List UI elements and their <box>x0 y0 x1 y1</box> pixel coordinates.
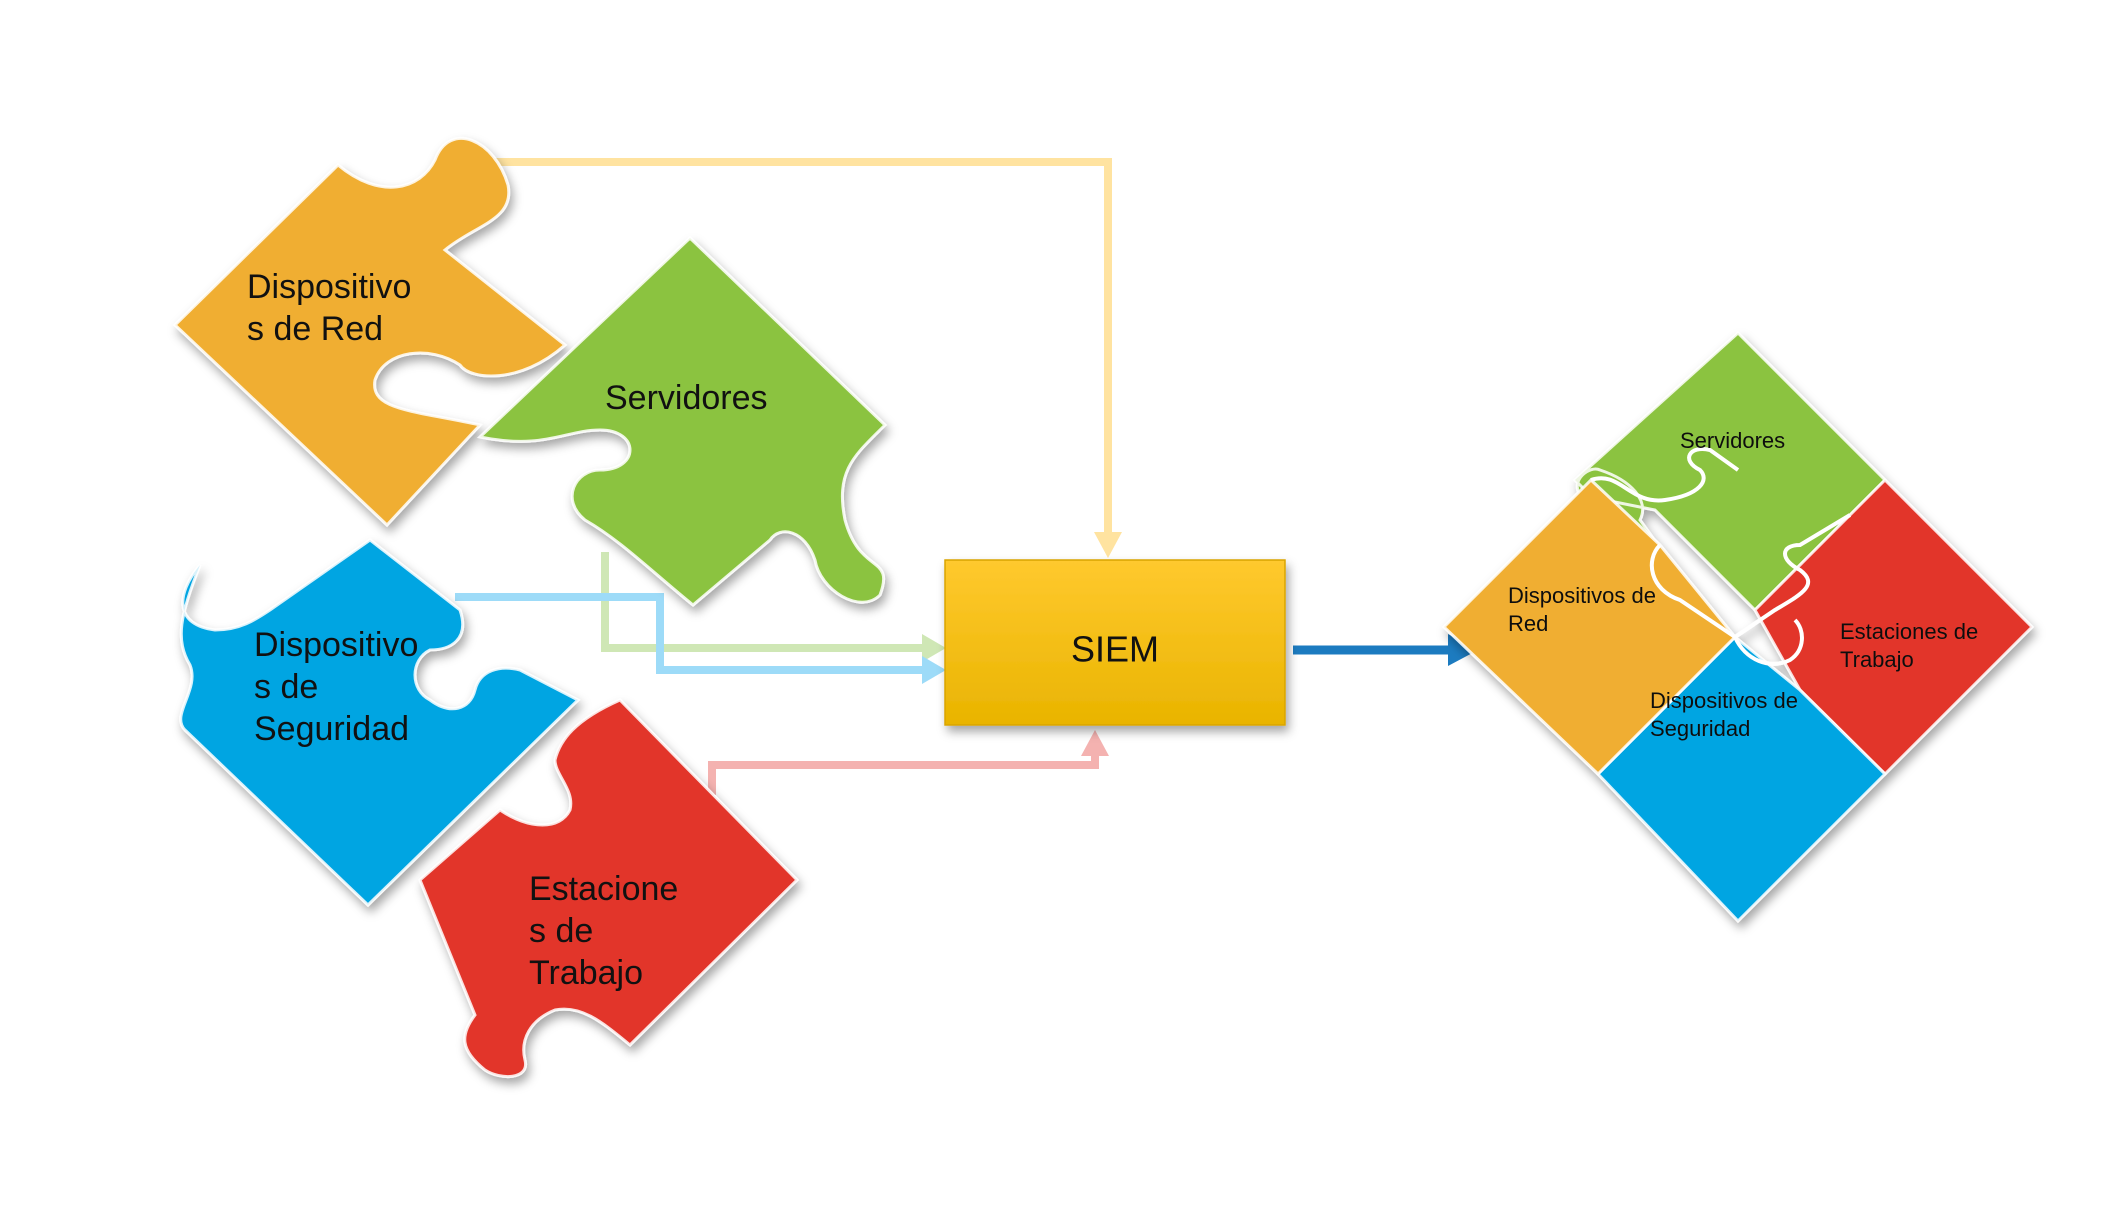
assembled-seams <box>1590 447 1852 666</box>
assembled-security-line2: Seguridad <box>1650 716 1750 741</box>
piece-workstations-line3: Trabajo <box>529 954 643 992</box>
assembled-workstations-line1: Estaciones de <box>1840 619 1978 644</box>
siem-label: SIEM <box>1071 629 1159 670</box>
piece-workstations-line1: Estacione <box>529 870 678 908</box>
piece-workstations: Estacione s de Trabajo <box>418 698 800 1079</box>
assembled-security-line1: Dispositivos de <box>1650 688 1798 713</box>
arrowhead-blue <box>922 656 946 684</box>
connector-security-to-siem <box>455 593 925 674</box>
piece-shape-blue <box>179 538 581 908</box>
piece-security-devices-line3: Seguridad <box>254 710 409 748</box>
arrowhead-output <box>1448 634 1478 666</box>
piece-security-devices-line1: Dispositivo <box>254 626 418 664</box>
piece-red-devices: Dispositivo s de Red <box>172 137 568 528</box>
piece-servers-line1: Servidores <box>605 379 768 417</box>
connectors <box>455 158 1478 795</box>
siem-box: SIEM <box>944 559 1286 726</box>
arrowhead-red <box>1081 730 1109 756</box>
piece-shape-red <box>418 698 800 1079</box>
arrowhead-green <box>922 634 946 662</box>
connector-workstations-to-siem <box>708 748 1099 795</box>
connector-red-devices-to-siem <box>495 158 1112 540</box>
piece-security-devices: Dispositivo s de Seguridad <box>179 538 581 908</box>
connector-servers-to-siem <box>601 552 925 652</box>
arrowhead-orange <box>1094 532 1122 558</box>
piece-workstations-line2: s de <box>529 912 593 950</box>
assembled-workstations-line2: Trabajo <box>1840 647 1914 672</box>
assembled-red-devices-line2: Red <box>1508 611 1548 636</box>
assembled-puzzle: Servidores Dispositivos de Red Estacione… <box>1441 330 2035 924</box>
assembled-red-devices-line1: Dispositivos de <box>1508 583 1656 608</box>
assembled-orange-piece <box>1441 477 1738 777</box>
piece-security-devices-line2: s de <box>254 668 318 706</box>
piece-servers: Servidores <box>476 235 888 607</box>
siem-box-shape <box>944 559 1286 726</box>
piece-red-devices-line1: Dispositivo <box>247 268 411 306</box>
piece-red-devices-line2: s de Red <box>247 310 383 348</box>
piece-shape-green <box>476 235 888 607</box>
assembled-servers-label: Servidores <box>1680 428 1785 453</box>
piece-shape-orange <box>172 137 568 528</box>
